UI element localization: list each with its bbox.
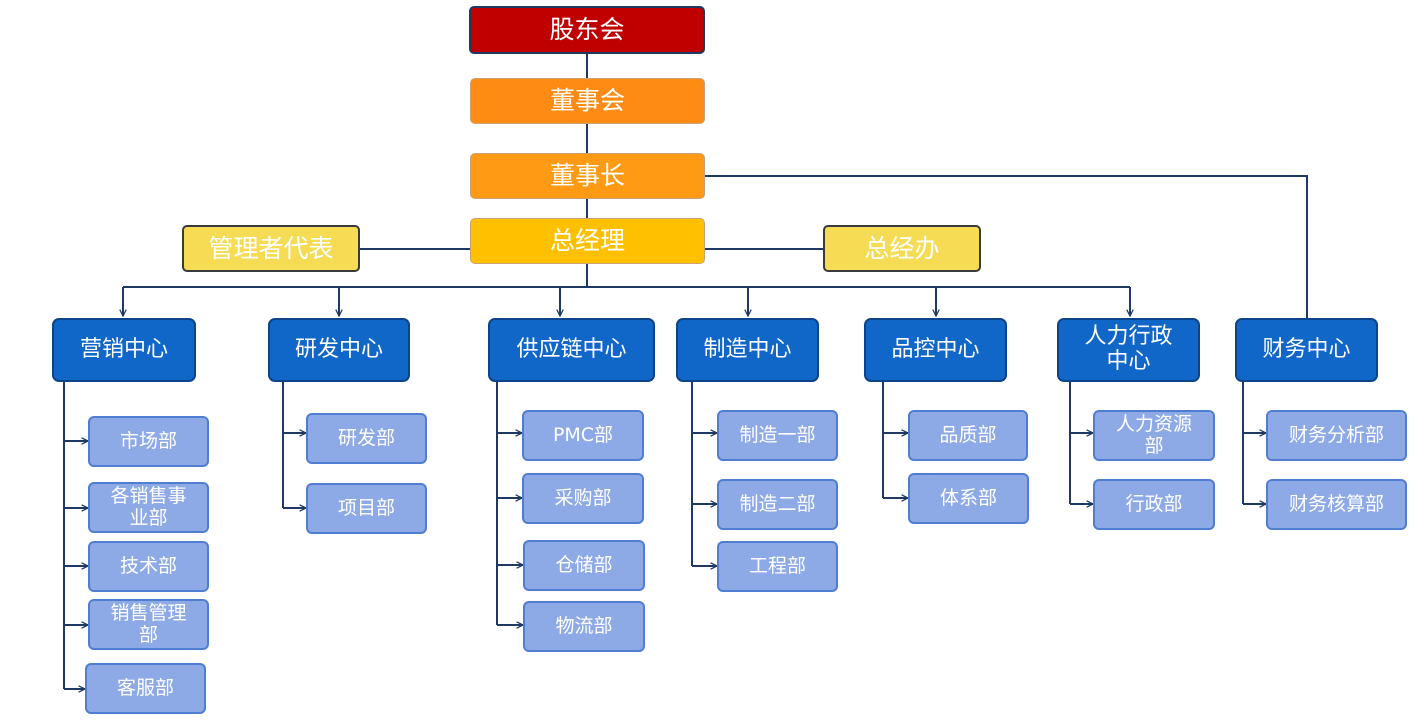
management-rep-node: 管理者代表 bbox=[182, 225, 360, 272]
dept-node: 项目部 bbox=[306, 483, 427, 534]
dept-label: 制造二部 bbox=[739, 492, 816, 515]
gm-office-label: 总经办 bbox=[864, 233, 940, 263]
center-finance: 财务中心 bbox=[1235, 318, 1378, 382]
dept-node: PMC部 bbox=[522, 410, 644, 461]
dept-node: 市场部 bbox=[88, 416, 209, 467]
shareholders-label: 股东会 bbox=[549, 15, 625, 44]
center-marketing: 营销中心 bbox=[52, 318, 196, 382]
dept-label: 制造一部 bbox=[739, 423, 816, 446]
dept-node: 品质部 bbox=[908, 410, 1028, 461]
dept-label: 技术部 bbox=[119, 554, 177, 577]
shareholders-node: 股东会 bbox=[469, 6, 705, 54]
board-label: 董事会 bbox=[549, 86, 625, 115]
chairman-label: 董事长 bbox=[549, 161, 625, 190]
dept-label: 市场部 bbox=[119, 429, 177, 452]
dept-node: 工程部 bbox=[717, 541, 838, 592]
dept-label: 采购部 bbox=[554, 486, 612, 509]
center-quality: 品控中心 bbox=[864, 318, 1007, 382]
center-label: 财务中心 bbox=[1262, 336, 1351, 362]
center-hr-admin: 人力行政 中心 bbox=[1057, 318, 1200, 382]
dept-node: 物流部 bbox=[523, 601, 645, 652]
dept-label: 体系部 bbox=[939, 486, 997, 509]
center-rnd: 研发中心 bbox=[268, 318, 410, 382]
management-rep-label: 管理者代表 bbox=[208, 233, 334, 263]
center-label: 制造中心 bbox=[703, 336, 792, 362]
dept-node: 采购部 bbox=[522, 473, 644, 524]
dept-label: 行政部 bbox=[1125, 492, 1183, 515]
dept-node: 销售管理 部 bbox=[88, 599, 209, 650]
center-label: 供应链中心 bbox=[516, 336, 627, 362]
dept-label: 项目部 bbox=[337, 496, 395, 519]
dept-label: 仓储部 bbox=[555, 553, 613, 576]
dept-label: 研发部 bbox=[337, 426, 395, 449]
dept-node: 制造二部 bbox=[717, 479, 838, 530]
dept-node: 各销售事 业部 bbox=[88, 482, 209, 533]
center-label: 人力行政 中心 bbox=[1084, 324, 1173, 374]
chairman-node: 董事长 bbox=[470, 153, 705, 199]
dept-label: 工程部 bbox=[748, 554, 806, 577]
dept-label: 人力资源 部 bbox=[1115, 413, 1192, 457]
center-label: 研发中心 bbox=[294, 336, 383, 362]
general-manager-node: 总经理 bbox=[470, 218, 705, 264]
dept-node: 制造一部 bbox=[717, 410, 838, 461]
dept-node: 财务核算部 bbox=[1266, 479, 1407, 530]
dept-node: 研发部 bbox=[306, 413, 427, 464]
dept-label: 品质部 bbox=[939, 423, 997, 446]
dept-node: 体系部 bbox=[908, 473, 1029, 524]
dept-label: 销售管理 部 bbox=[110, 602, 187, 646]
center-label: 品控中心 bbox=[891, 336, 980, 362]
gm-office-node: 总经办 bbox=[823, 225, 981, 272]
center-manufacturing: 制造中心 bbox=[676, 318, 819, 382]
dept-node: 技术部 bbox=[88, 541, 209, 592]
center-label: 营销中心 bbox=[79, 336, 168, 362]
dept-node: 行政部 bbox=[1093, 479, 1215, 530]
dept-label: 财务核算部 bbox=[1288, 492, 1384, 515]
dept-label: 客服部 bbox=[116, 676, 174, 699]
dept-label: PMC部 bbox=[552, 423, 614, 446]
dept-label: 财务分析部 bbox=[1288, 423, 1384, 446]
general-manager-label: 总经理 bbox=[549, 226, 625, 255]
dept-node: 仓储部 bbox=[523, 540, 645, 591]
board-node: 董事会 bbox=[470, 78, 705, 124]
dept-node: 人力资源 部 bbox=[1093, 410, 1215, 461]
dept-node: 客服部 bbox=[85, 663, 206, 714]
center-supply-chain: 供应链中心 bbox=[488, 318, 655, 382]
dept-node: 财务分析部 bbox=[1266, 410, 1407, 461]
dept-label: 各销售事 业部 bbox=[110, 485, 187, 529]
dept-label: 物流部 bbox=[555, 614, 613, 637]
